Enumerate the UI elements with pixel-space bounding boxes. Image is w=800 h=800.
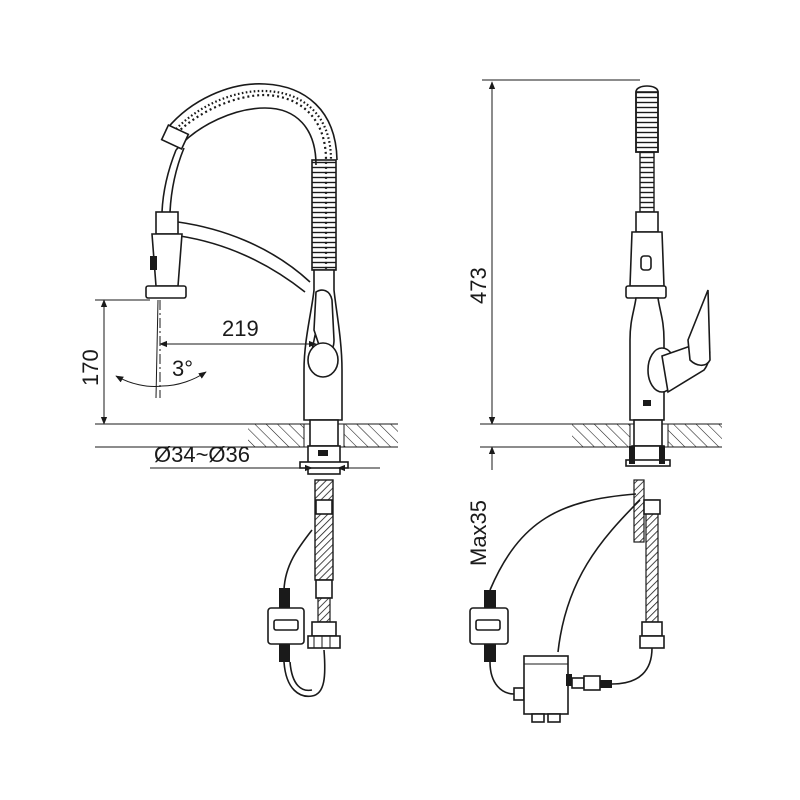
countertop-front	[95, 423, 398, 448]
spray-head-side	[625, 211, 667, 299]
dimension-hole-diameter-label: Ø34~Ø36	[154, 442, 250, 467]
hose-front	[161, 149, 177, 213]
spring-coil-side	[635, 85, 659, 213]
faucet-body-side	[625, 289, 711, 467]
dimension-deck-thickness: Max35	[466, 400, 496, 566]
faucet-body-front	[299, 269, 349, 475]
supply-hoses-side	[611, 479, 665, 685]
coil-clip-front	[160, 124, 190, 150]
spring-coil-front	[165, 83, 338, 270]
dimension-hole-diameter: Ø34~Ø36	[150, 442, 380, 472]
control-box-side	[469, 493, 641, 723]
countertop-side	[480, 423, 722, 448]
spray-head-front	[145, 211, 187, 299]
front-view: 219 170 3° Ø34~Ø36	[78, 83, 398, 698]
supply-hoses-front	[307, 479, 341, 649]
dimension-angle-label: 3°	[172, 356, 193, 381]
dimension-reach: 219	[159, 316, 317, 348]
spring-tube-front	[311, 159, 337, 271]
dimension-deck-thickness-label: Max35	[466, 500, 491, 566]
side-view: 473 Max35	[466, 79, 722, 723]
dimension-reach-label: 219	[222, 316, 259, 341]
spray-arm-front	[177, 221, 311, 283]
dimension-overall-height: 473	[466, 79, 640, 425]
dimension-overall-height-label: 473	[466, 267, 491, 304]
dimension-angle: 3°	[115, 356, 207, 387]
dimension-spray-height: 170	[78, 299, 150, 425]
sensor-module-front	[267, 529, 326, 698]
dimension-spray-height-label: 170	[78, 349, 103, 386]
